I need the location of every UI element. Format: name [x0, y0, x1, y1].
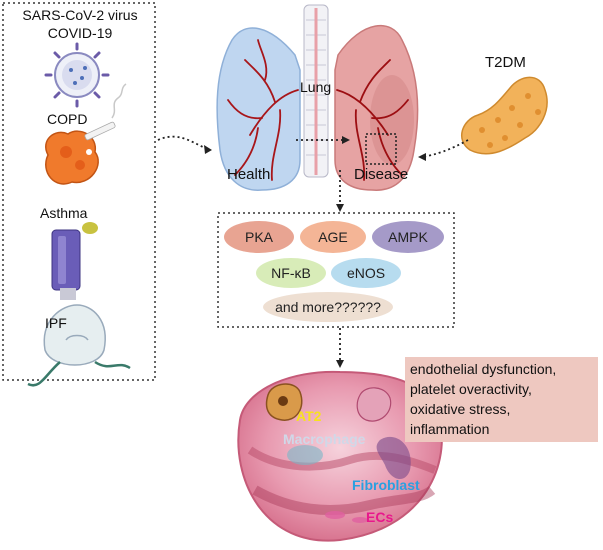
- outcome-box: [405, 357, 598, 442]
- pathway-age: AGE: [300, 221, 366, 253]
- arrow-causes-to-lung: [157, 135, 211, 151]
- ecs-label: ECs: [366, 509, 394, 525]
- health-label: Health: [227, 166, 271, 183]
- inhaler-icon: [51, 222, 98, 300]
- asthma-label: Asthma: [40, 205, 88, 221]
- ipf-label: IPF: [45, 315, 67, 331]
- virus-icon: [44, 42, 110, 108]
- arrow-t2dm-to-lung: [421, 139, 469, 158]
- outcome-line2: platelet overactivity,: [410, 381, 532, 397]
- oxygen-mask-icon: [27, 304, 131, 387]
- pathway-more: and more??????: [263, 292, 393, 322]
- pathway-pka: PKA: [224, 221, 294, 253]
- outcome-line3: oxidative stress,: [410, 401, 511, 417]
- arrowheads: [204, 136, 426, 368]
- cigarette-icon: [84, 83, 127, 141]
- macrophage-cell: [356, 387, 392, 422]
- copd-lung-icon: [45, 130, 99, 185]
- covid-label-line1: SARS-CoV-2 virus: [22, 7, 138, 23]
- fibroblast-cell: [376, 436, 411, 480]
- zoom-box: [365, 133, 397, 165]
- causes-box: [2, 2, 156, 381]
- lung-label: Lung: [300, 79, 332, 95]
- healthy-lung-illustration: [216, 27, 301, 191]
- fibroblast-label: Fibroblast: [352, 477, 420, 493]
- disease-label: Disease: [354, 166, 409, 183]
- at2-label: AT2: [296, 408, 322, 424]
- covid-label-line2: COVID-19: [47, 25, 113, 41]
- outcome-line4: inflammation: [410, 421, 490, 437]
- copd-label: COPD: [47, 111, 88, 127]
- pathway-enos: eNOS: [331, 258, 401, 288]
- outcome-line1: endothelial dysfunction,: [410, 361, 557, 377]
- macrophage-label: Macrophage: [283, 431, 366, 447]
- pathway-nfkb: NF-κB: [256, 258, 326, 288]
- trachea-illustration: [303, 4, 329, 178]
- t2dm-label: T2DM: [485, 54, 526, 71]
- diseased-lung-illustration: [334, 24, 419, 191]
- pancreas-icon: [460, 76, 548, 155]
- pathway-ampk: AMPK: [372, 221, 444, 253]
